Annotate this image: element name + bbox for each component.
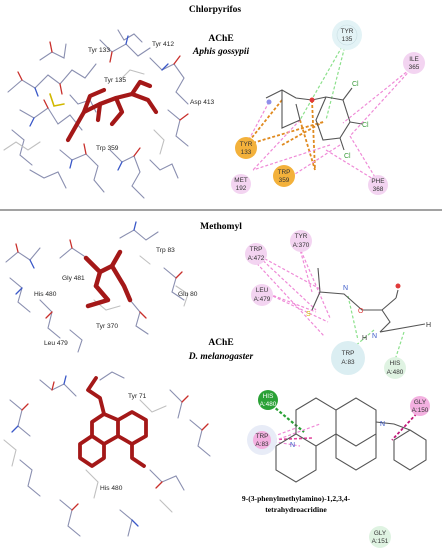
p2-3d-label-glu80: Glu 80 xyxy=(178,291,198,298)
svg-text:TRP: TRP xyxy=(342,350,355,357)
svg-text:192: 192 xyxy=(236,185,247,192)
panel3-compound-line1: 9-(3-phenylmethylamino)-1,2,3,4- xyxy=(242,494,351,503)
panel3-3d-structure xyxy=(3,371,211,537)
p2-residue-trp472: TRP A:472 xyxy=(245,243,267,265)
svg-text:A:150: A:150 xyxy=(412,407,429,414)
p1-3d-label-tyr133: Tyr 133 xyxy=(88,47,110,54)
p2-3d-label-his480: His 480 xyxy=(34,291,57,298)
svg-text:TRP: TRP xyxy=(250,246,263,253)
p1-residue-met192: MET 192 xyxy=(231,174,251,194)
p3-residue-gly150: GLY A:150 xyxy=(410,396,430,416)
svg-text:TYR: TYR xyxy=(295,233,308,240)
svg-text:TYR: TYR xyxy=(240,141,253,148)
p3-3d-label-tyr71: Tyr 71 xyxy=(128,393,147,400)
p2-3d-label-leu479: Leu 479 xyxy=(44,340,68,347)
p2-hydrogen-atom-2: H xyxy=(426,322,431,329)
svg-text:A:83: A:83 xyxy=(341,359,355,366)
svg-text:A:480: A:480 xyxy=(260,401,277,408)
svg-text:A:83: A:83 xyxy=(255,441,269,448)
p2-3d-label-tyr370: Tyr 370 xyxy=(96,323,118,330)
p2-sulfur-atom: S xyxy=(306,311,311,318)
panel2-2d-diagram: S N O N H H TRP A:472 TYR A:370 LEU A:47… xyxy=(245,230,431,379)
panel2-3d-structure xyxy=(5,221,189,353)
p2-carbonyl-oxygen xyxy=(395,283,401,289)
svg-text:A:472: A:472 xyxy=(248,255,265,262)
svg-text:MET: MET xyxy=(234,177,248,184)
svg-text:368: 368 xyxy=(373,186,384,193)
svg-text:GLY: GLY xyxy=(374,530,387,537)
p1-3d-label-asp413: Asp 413 xyxy=(190,99,215,106)
p3-nitrogen-atom-1: N xyxy=(290,442,295,449)
p2-3d-label-trp83: Trp 83 xyxy=(156,247,175,254)
svg-text:TRP: TRP xyxy=(256,433,269,440)
p2-residue-leu479: LEU A:479 xyxy=(251,284,273,306)
panel3-compound-line2: tetrahydroacridine xyxy=(265,505,327,514)
p1-residue-tyr133: TYR 133 xyxy=(235,137,257,159)
p3-3d-label-his480: His 480 xyxy=(100,485,123,492)
p2-residue-tyr370: TYR A:370 xyxy=(290,230,312,252)
p2-residue-his480: HIS A:480 xyxy=(384,357,406,379)
panel1-enzyme-label: AChE xyxy=(208,34,233,44)
p1-ligand-atom xyxy=(266,99,272,105)
p1-ligand-oxygen xyxy=(309,97,315,103)
panel2-compound-title: Methomyl xyxy=(200,222,242,232)
p1-cl-atom-2: Cl xyxy=(362,122,369,129)
p2-oxygen-atom: O xyxy=(358,308,364,315)
svg-text:135: 135 xyxy=(342,36,353,43)
p2-residue-trp83: TRP A:83 xyxy=(331,341,365,375)
p1-cl-atom-3: Cl xyxy=(344,153,351,160)
svg-text:133: 133 xyxy=(241,149,252,156)
svg-text:TYR: TYR xyxy=(341,28,354,35)
svg-text:HIS: HIS xyxy=(263,393,274,400)
svg-text:GLY: GLY xyxy=(414,399,427,406)
p3-residue-gly151: GLY A:151 xyxy=(369,526,391,548)
p2-nitrogen-atom-2: N xyxy=(372,333,377,340)
svg-text:TRP: TRP xyxy=(278,169,291,176)
panel1-2d-diagram: Cl Cl Cl TYR 135 ILE 365 TYR 133 TRP 359… xyxy=(231,20,425,195)
p2-hydrogen-atom-1: H xyxy=(362,335,367,342)
p1-3d-label-trp359: Trp 359 xyxy=(96,145,119,152)
panel1-species-label: Aphis gossypii xyxy=(192,47,250,57)
svg-text:A:480: A:480 xyxy=(387,369,404,376)
p1-residue-ile365: ILE 365 xyxy=(403,52,425,74)
svg-text:ILE: ILE xyxy=(409,56,419,63)
svg-text:A:370: A:370 xyxy=(293,242,310,249)
p1-cl-atom-1: Cl xyxy=(352,81,359,88)
p3-residue-trp83: TRP A:83 xyxy=(247,425,277,455)
panel2-enzyme-label: AChE xyxy=(208,338,233,348)
svg-text:A:151: A:151 xyxy=(372,538,389,545)
svg-text:359: 359 xyxy=(279,177,290,184)
svg-text:365: 365 xyxy=(409,64,420,71)
panel2-species-label: D. melanogaster xyxy=(188,352,254,362)
svg-text:A:479: A:479 xyxy=(254,296,271,303)
panel3-2d-diagram: N N HIS A:480 TRP A:83 GLY A:150 GLY A:1… xyxy=(247,390,430,548)
svg-text:LEU: LEU xyxy=(256,287,269,294)
panel1-3d-structure xyxy=(3,29,189,199)
p2-nitrogen-atom-1: N xyxy=(343,285,348,292)
p1-residue-trp359: TRP 359 xyxy=(273,165,295,187)
p1-residue-phe368: PHE 368 xyxy=(368,175,388,195)
svg-text:HIS: HIS xyxy=(390,360,401,367)
p3-residue-his480: HIS A:480 xyxy=(258,390,278,410)
p1-3d-label-tyr135: Tyr 135 xyxy=(104,77,126,84)
p2-3d-label-gly481: Gly 481 xyxy=(62,275,85,282)
p1-residue-tyr135: TYR 135 xyxy=(332,20,362,50)
p1-3d-label-tyr412: Tyr 412 xyxy=(152,41,174,48)
p3-nitrogen-atom-2: N xyxy=(380,421,385,428)
panel1-compound-title: Chlorpyrifos xyxy=(189,5,242,15)
svg-text:PHE: PHE xyxy=(371,178,384,185)
